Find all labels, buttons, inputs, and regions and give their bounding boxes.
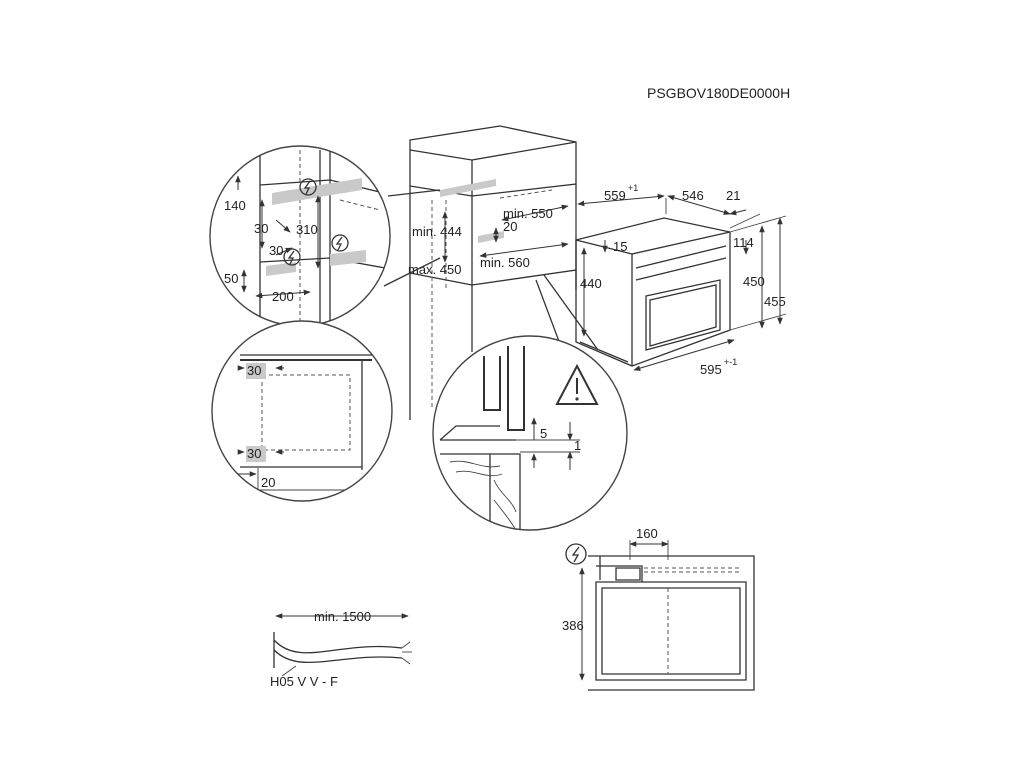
dim-450: 450 <box>743 274 765 289</box>
dim-min-560: min. 560 <box>480 255 530 270</box>
dim-30a: 30 <box>254 221 268 236</box>
cabinet-niche: min. 444 max. 450 min. 550 20 min. 560 <box>383 125 599 420</box>
dim-455: 455 <box>764 294 786 309</box>
dim-min-444: min. 444 <box>412 224 462 239</box>
dim-546: 546 <box>682 188 704 203</box>
dim-gap-20: 20 <box>503 219 517 234</box>
dim-50: 50 <box>224 271 238 286</box>
dim-140: 140 <box>224 198 246 213</box>
dim-30b: 30 <box>269 243 283 258</box>
dim-15: 15 <box>613 239 627 254</box>
dim-bottom-30: 30 <box>247 446 261 461</box>
edge-detail-circle: 5 1 <box>432 335 628 531</box>
dim-559: 559 <box>604 188 626 203</box>
top-detail-circle: 140 30 310 30 50 200 <box>209 145 391 327</box>
model-code: PSGBOV180DE0000H <box>647 85 790 101</box>
warning-triangle-icon <box>555 363 599 405</box>
dim-200: 200 <box>272 289 294 304</box>
dim-max-450: max. 450 <box>408 262 461 277</box>
side-detail-circle: 30 30 20 <box>211 320 393 502</box>
dim-559-sup: +1 <box>628 183 638 193</box>
dim-20: 20 <box>261 475 275 490</box>
dim-5: 5 <box>540 426 547 441</box>
dim-440: 440 <box>580 276 602 291</box>
dim-114: 114 <box>733 235 754 250</box>
dim-386: 386 <box>562 618 584 633</box>
dim-595-sup: +-1 <box>724 357 737 367</box>
dim-595: 595 <box>700 362 722 377</box>
cable-type-label: H05 V V - F <box>270 674 338 689</box>
lightning-bolt-icon <box>565 543 587 565</box>
lightning-bolt-icon <box>299 178 317 196</box>
dim-1: 1 <box>574 438 581 453</box>
dim-310: 310 <box>296 222 318 237</box>
lightning-bolt-icon <box>283 248 301 266</box>
dim-top-30: 30 <box>247 363 261 378</box>
connection-detail <box>565 540 755 691</box>
power-cable <box>273 613 412 677</box>
lightning-bolt-icon <box>331 234 349 252</box>
dim-21: 21 <box>726 188 740 203</box>
appliance-drawing <box>575 193 787 371</box>
dim-min-550: min. 550 <box>503 206 553 221</box>
dim-160: 160 <box>636 526 658 541</box>
cable-length-label: min. 1500 <box>314 609 371 624</box>
